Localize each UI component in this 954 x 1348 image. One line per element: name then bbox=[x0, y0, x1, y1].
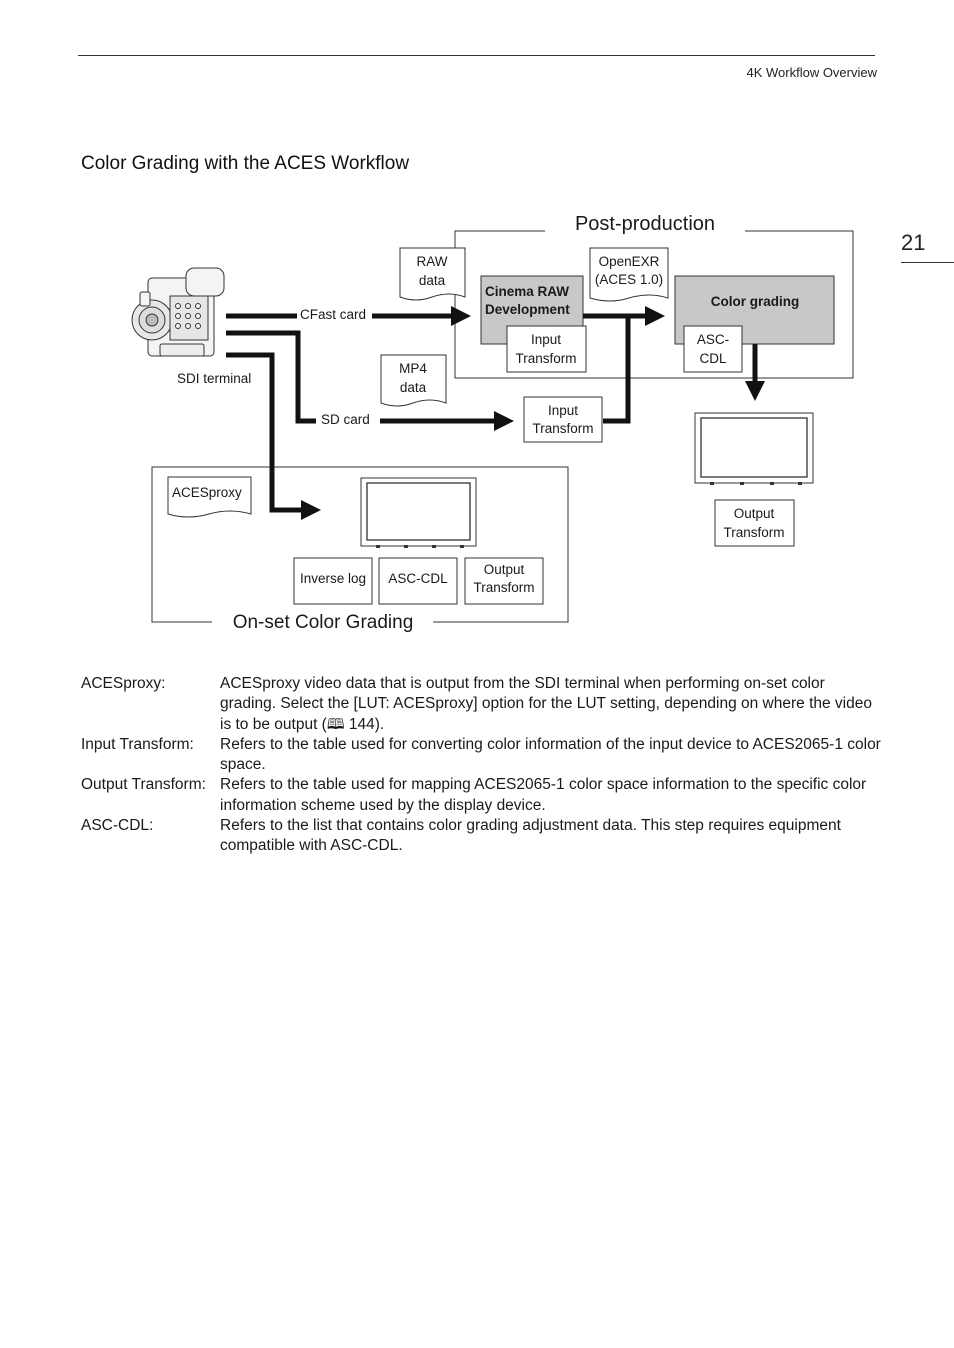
onset-frame bbox=[151, 466, 569, 623]
definition-term: ASC-CDL: bbox=[81, 817, 154, 835]
svg-text:ASC-: ASC- bbox=[697, 332, 729, 347]
book-icon: 🕮 bbox=[326, 715, 345, 733]
svg-text:Cinema RAW: Cinema RAW bbox=[485, 284, 569, 299]
page-number: 21 bbox=[901, 230, 926, 255]
definitions-list: ACESproxy: ACESproxy video data that is … bbox=[81, 674, 881, 857]
asc-cdl-post-box: ASC- CDL bbox=[683, 325, 743, 373]
sd-card-label: SD card bbox=[321, 412, 370, 427]
definition-description: ACESproxy video data that is output from… bbox=[220, 675, 872, 733]
definition-item: ACESproxy: ACESproxy video data that is … bbox=[81, 674, 881, 735]
definition-item: ASC-CDL: Refers to the list that contain… bbox=[81, 816, 881, 857]
svg-text:ACESproxy: ACESproxy bbox=[172, 485, 242, 500]
definition-item: Input Transform: Refers to the table use… bbox=[81, 735, 881, 776]
post-production-title: Post-production bbox=[575, 213, 715, 235]
sd-path bbox=[226, 330, 316, 424]
svg-text:Development: Development bbox=[485, 302, 570, 317]
definition-term: Output Transform: bbox=[81, 776, 206, 794]
definition-description: Refers to the table used for converting … bbox=[220, 735, 881, 774]
acesproxy-doc: ACESproxy bbox=[167, 476, 252, 518]
page-number-rule bbox=[901, 262, 954, 263]
definition-item: Output Transform: Refers to the table us… bbox=[81, 775, 881, 816]
camera-icon bbox=[131, 267, 225, 357]
mp4-junction bbox=[603, 316, 631, 424]
svg-text:ASC-CDL: ASC-CDL bbox=[388, 571, 448, 586]
svg-text:OpenEXR: OpenEXR bbox=[599, 254, 660, 269]
svg-text:data: data bbox=[419, 273, 446, 288]
svg-text:data: data bbox=[400, 380, 427, 395]
svg-text:Transform: Transform bbox=[515, 351, 576, 366]
output-transform-onset-box: Output Transform bbox=[464, 557, 544, 605]
post-production-frame bbox=[454, 230, 854, 379]
svg-text:Transform: Transform bbox=[532, 421, 593, 436]
asc-cdl-onset-box: ASC-CDL bbox=[378, 557, 458, 605]
svg-text:Transform: Transform bbox=[473, 580, 534, 595]
definition-term: ACESproxy: bbox=[81, 675, 166, 692]
svg-text:CDL: CDL bbox=[699, 351, 726, 366]
section-title: Color Grading with the ACES Workflow bbox=[81, 153, 410, 174]
onset-title: On-set Color Grading bbox=[233, 612, 414, 633]
svg-text:MP4: MP4 bbox=[399, 361, 427, 376]
output-transform-post-box: Output Transform bbox=[714, 499, 795, 547]
inverse-log-box: Inverse log bbox=[293, 557, 373, 605]
svg-text:(ACES 1.0): (ACES 1.0) bbox=[595, 272, 663, 287]
aces-workflow-diagram: Post-production On-set Color Grading CFa… bbox=[131, 213, 854, 633]
svg-text:Transform: Transform bbox=[723, 525, 784, 540]
svg-text:Input: Input bbox=[531, 332, 561, 347]
definition-term: Input Transform: bbox=[81, 735, 194, 753]
raw-data-doc: RAW data bbox=[399, 247, 466, 301]
openexr-doc: OpenEXR (ACES 1.0) bbox=[589, 247, 669, 302]
mp4-data-doc: MP4 data bbox=[380, 354, 447, 407]
running-header: 4K Workflow Overview bbox=[746, 65, 877, 80]
svg-text:Inverse log: Inverse log bbox=[300, 571, 366, 586]
svg-text:Input: Input bbox=[548, 403, 578, 418]
definition-description: Refers to the table used for mapping ACE… bbox=[220, 776, 867, 814]
svg-text:Output: Output bbox=[734, 506, 775, 521]
cfast-card-label: CFast card bbox=[300, 307, 366, 322]
svg-text:RAW: RAW bbox=[417, 254, 448, 269]
onset-monitor-icon bbox=[360, 477, 477, 548]
sdi-arrow bbox=[226, 352, 321, 520]
sdi-terminal-label: SDI terminal bbox=[177, 371, 251, 386]
input-transform-box: Input Transform bbox=[506, 325, 587, 373]
input-transform-sd-box: Input Transform bbox=[523, 396, 603, 443]
definition-description: Refers to the list that contains color g… bbox=[220, 817, 841, 855]
header-rule bbox=[78, 55, 875, 56]
post-monitor-icon bbox=[694, 412, 814, 485]
svg-text:Output: Output bbox=[484, 562, 525, 577]
svg-text:Color grading: Color grading bbox=[711, 294, 800, 309]
